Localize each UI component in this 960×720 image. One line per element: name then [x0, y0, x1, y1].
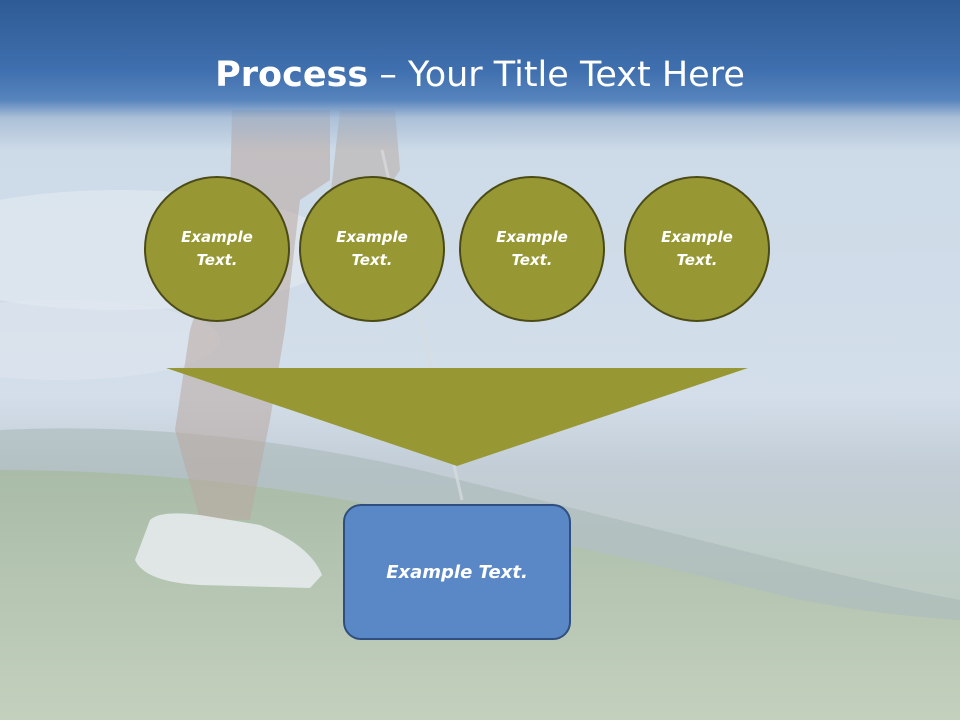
box-label: Example Text.	[386, 561, 528, 583]
process-circle-1: Example Text.	[144, 176, 290, 322]
title-rest: – Your Title Text Here	[368, 55, 745, 95]
result-box: Example Text.	[343, 504, 571, 640]
title-bold: Process	[215, 55, 369, 95]
title-bar: Process – Your Title Text Here	[0, 0, 960, 150]
circle-label: Example Text.	[181, 228, 253, 269]
process-circle-2: Example Text.	[299, 176, 445, 322]
process-circle-4: Example Text.	[624, 176, 770, 322]
process-circle-3: Example Text.	[459, 176, 605, 322]
circle-label: Example Text.	[336, 228, 408, 269]
circle-label: Example Text.	[496, 228, 568, 269]
slide-title: Process – Your Title Text Here	[0, 52, 960, 98]
circle-label: Example Text.	[661, 228, 733, 269]
